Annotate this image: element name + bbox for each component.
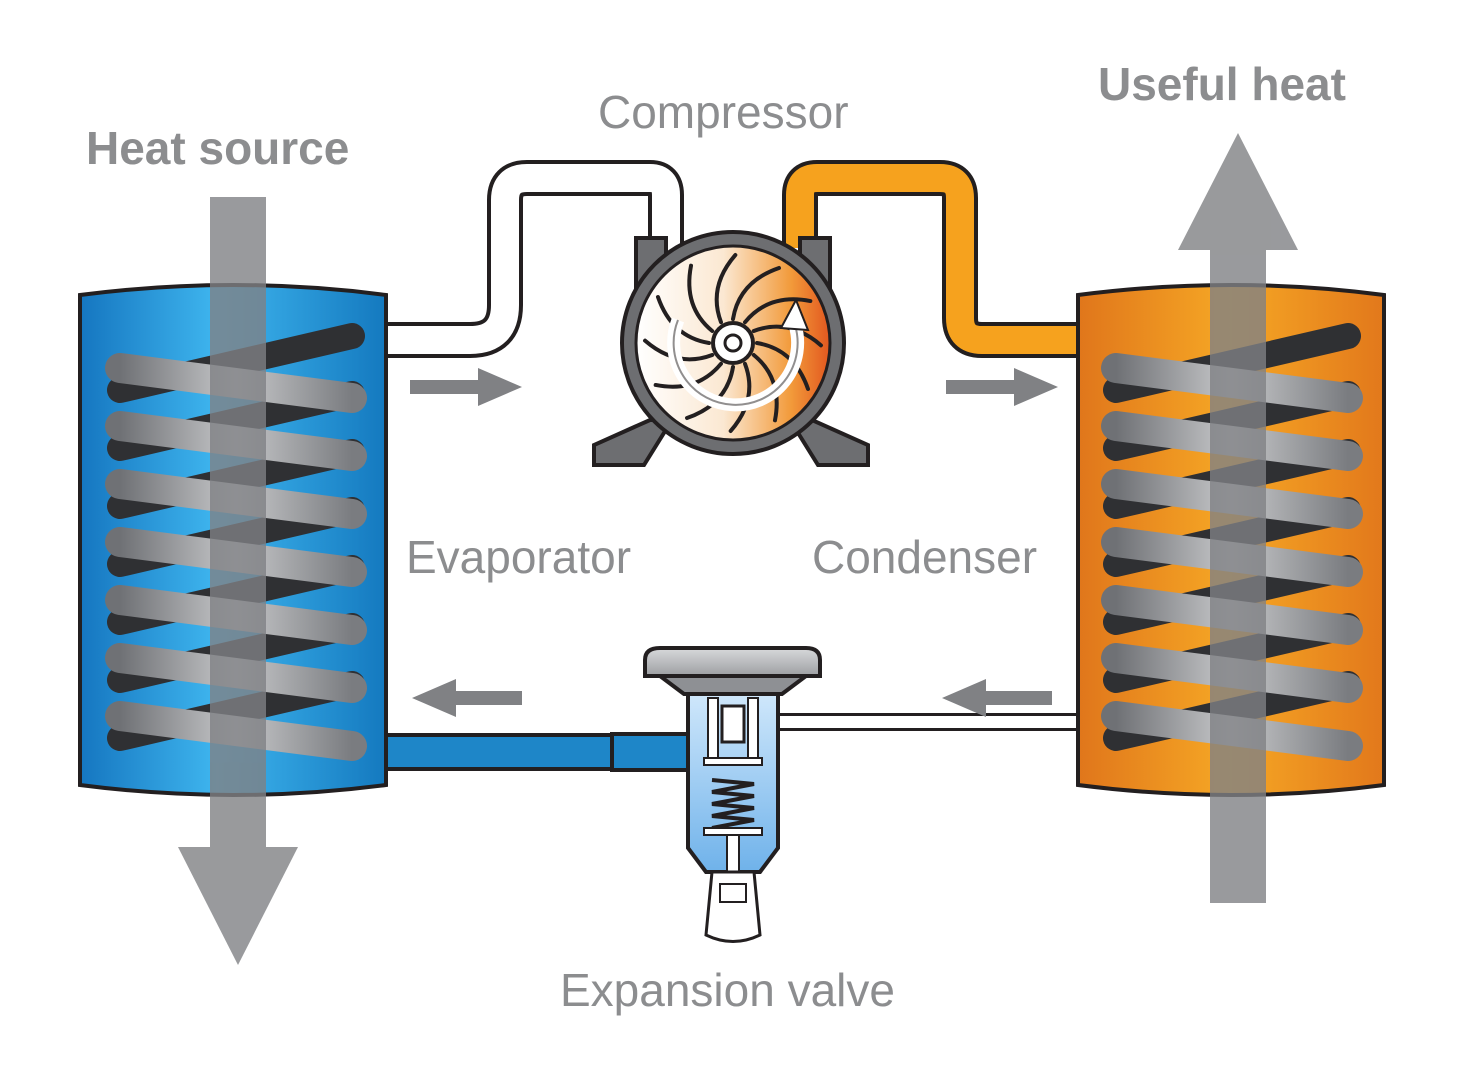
flow-arrow-left-icon: [942, 679, 1052, 717]
impeller-blade: [687, 263, 715, 333]
heat-source-arrow-icon: [178, 197, 298, 965]
flow-arrow-right-icon: [946, 368, 1058, 406]
impeller-blade: [714, 253, 738, 325]
compressor-label: Compressor: [598, 86, 849, 138]
useful-heat-label: Useful heat: [1098, 58, 1346, 110]
expansion-valve-label: Expansion valve: [560, 964, 895, 1016]
heat-source-label: Heat source: [86, 122, 349, 174]
impeller-blade: [755, 341, 811, 391]
impeller-blade: [751, 353, 779, 423]
condenser-label: Condenser: [812, 531, 1037, 583]
impeller-blade: [731, 265, 781, 321]
compressor: [592, 230, 870, 467]
flow-arrow-right-icon: [410, 368, 522, 406]
flow-arrow-left-icon: [412, 679, 522, 717]
impeller-blade: [743, 297, 813, 325]
evaporator-label: Evaporator: [406, 531, 631, 583]
useful-heat-arrow-icon: [1178, 133, 1298, 903]
expansion-valve: [643, 646, 822, 943]
